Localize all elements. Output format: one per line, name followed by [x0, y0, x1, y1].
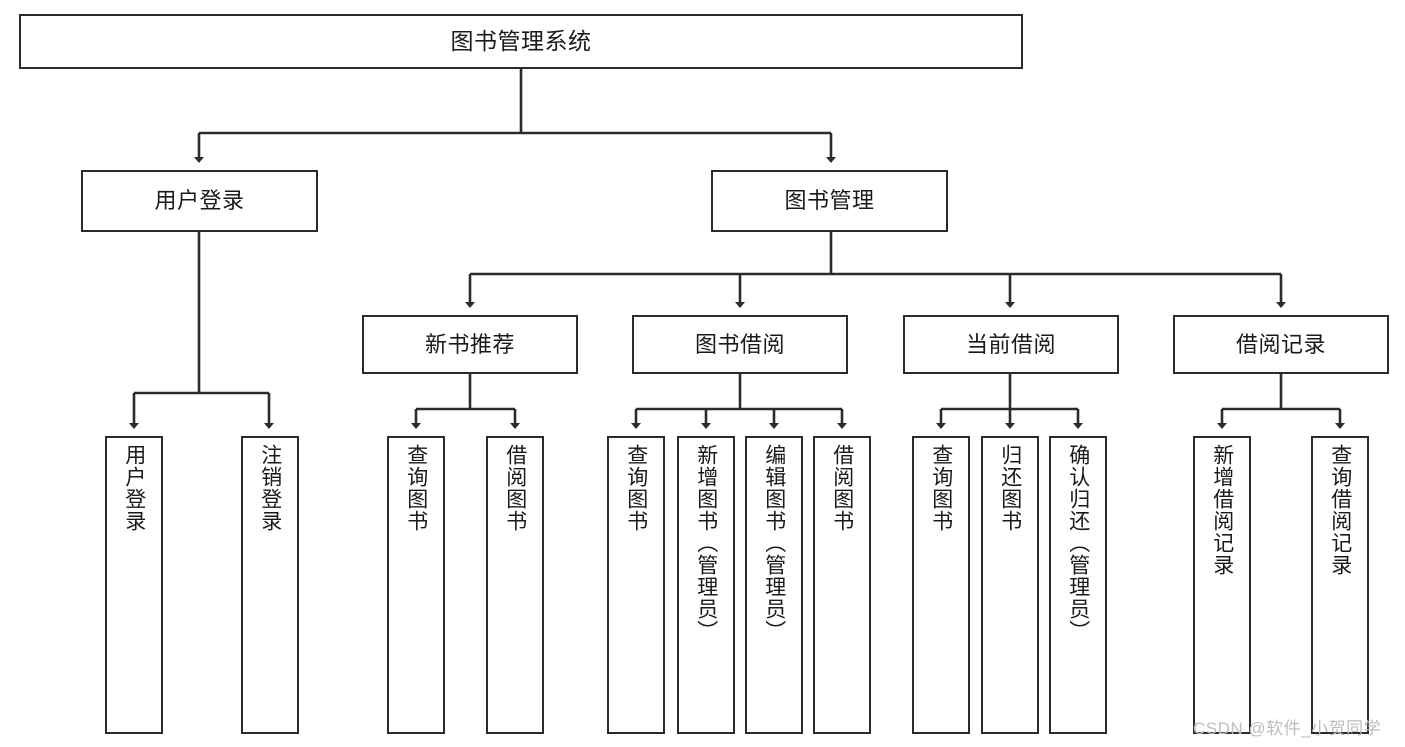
node-label: 归还图书 — [998, 444, 1022, 532]
node-label: 新增图书（管理员） — [694, 444, 718, 642]
node-current-borrow[interactable]: 当前借阅 — [903, 315, 1119, 374]
node-label: 新增借阅记录 — [1210, 444, 1234, 576]
leaf-borrow-record-add-record[interactable]: 新增借阅记录 — [1193, 436, 1251, 734]
leaf-book-borrow-borrow-book[interactable]: 借阅图书 — [813, 436, 871, 734]
node-label: 当前借阅 — [965, 331, 1056, 357]
leaf-new-book-query-book[interactable]: 查询图书 — [387, 436, 445, 734]
leaf-current-borrow-return-book[interactable]: 归还图书 — [981, 436, 1039, 734]
node-label: 编辑图书（管理员） — [762, 444, 786, 642]
leaf-current-borrow-query-book[interactable]: 查询图书 — [912, 436, 970, 734]
node-label: 图书借阅 — [694, 331, 785, 357]
node-new-book-recommend[interactable]: 新书推荐 — [362, 315, 578, 374]
leaf-user-login-logout[interactable]: 注销登录 — [241, 436, 299, 734]
node-label: 新书推荐 — [424, 331, 515, 357]
node-label: 借阅图书 — [830, 444, 854, 532]
leaf-borrow-record-query-record[interactable]: 查询借阅记录 — [1311, 436, 1369, 734]
csdn-watermark: CSDN @软件_小贺同学 — [1193, 719, 1382, 738]
leaf-current-borrow-confirm-return-admin[interactable]: 确认归还（管理员） — [1049, 436, 1107, 734]
node-borrow-record[interactable]: 借阅记录 — [1173, 315, 1389, 374]
node-book-management[interactable]: 图书管理 — [711, 170, 948, 232]
node-root-book-management-system[interactable]: 图书管理系统 — [19, 14, 1023, 69]
node-label: 用户登录 — [122, 444, 146, 532]
leaf-book-borrow-edit-book-admin[interactable]: 编辑图书（管理员） — [745, 436, 803, 734]
node-label: 注销登录 — [258, 444, 282, 532]
node-label: 借阅记录 — [1235, 331, 1326, 357]
leaf-new-book-borrow-book[interactable]: 借阅图书 — [486, 436, 544, 734]
node-label: 借阅图书 — [503, 444, 527, 532]
node-book-borrow[interactable]: 图书借阅 — [632, 315, 848, 374]
node-label: 查询图书 — [929, 444, 953, 532]
node-label: 查询借阅记录 — [1328, 444, 1352, 576]
node-label: 查询图书 — [624, 444, 648, 532]
node-label: 确认归还（管理员） — [1066, 444, 1090, 642]
leaf-user-login-login[interactable]: 用户登录 — [105, 436, 163, 734]
leaf-book-borrow-query-book[interactable]: 查询图书 — [607, 436, 665, 734]
node-label: 图书管理系统 — [450, 27, 592, 54]
leaf-book-borrow-add-book-admin[interactable]: 新增图书（管理员） — [677, 436, 735, 734]
node-user-login[interactable]: 用户登录 — [81, 170, 318, 232]
node-label: 查询图书 — [404, 444, 428, 532]
node-label: 用户登录 — [154, 188, 245, 214]
node-label: 图书管理 — [784, 188, 875, 214]
